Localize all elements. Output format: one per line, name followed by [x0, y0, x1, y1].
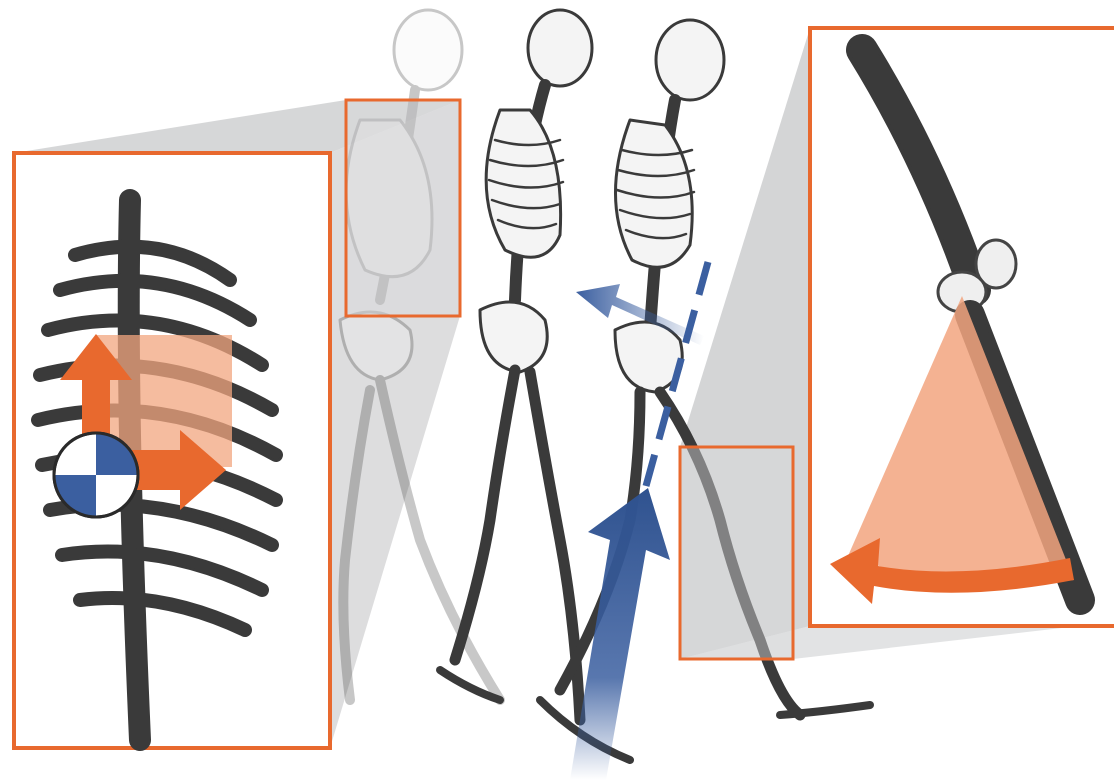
skeleton-middle	[440, 10, 592, 720]
knee-inset-panel	[810, 28, 1114, 626]
ribcage-inset-panel	[14, 153, 330, 748]
torso-zoom-marker	[346, 100, 460, 316]
knee-zoom-marker	[680, 447, 793, 659]
center-of-mass-icon	[54, 433, 138, 517]
